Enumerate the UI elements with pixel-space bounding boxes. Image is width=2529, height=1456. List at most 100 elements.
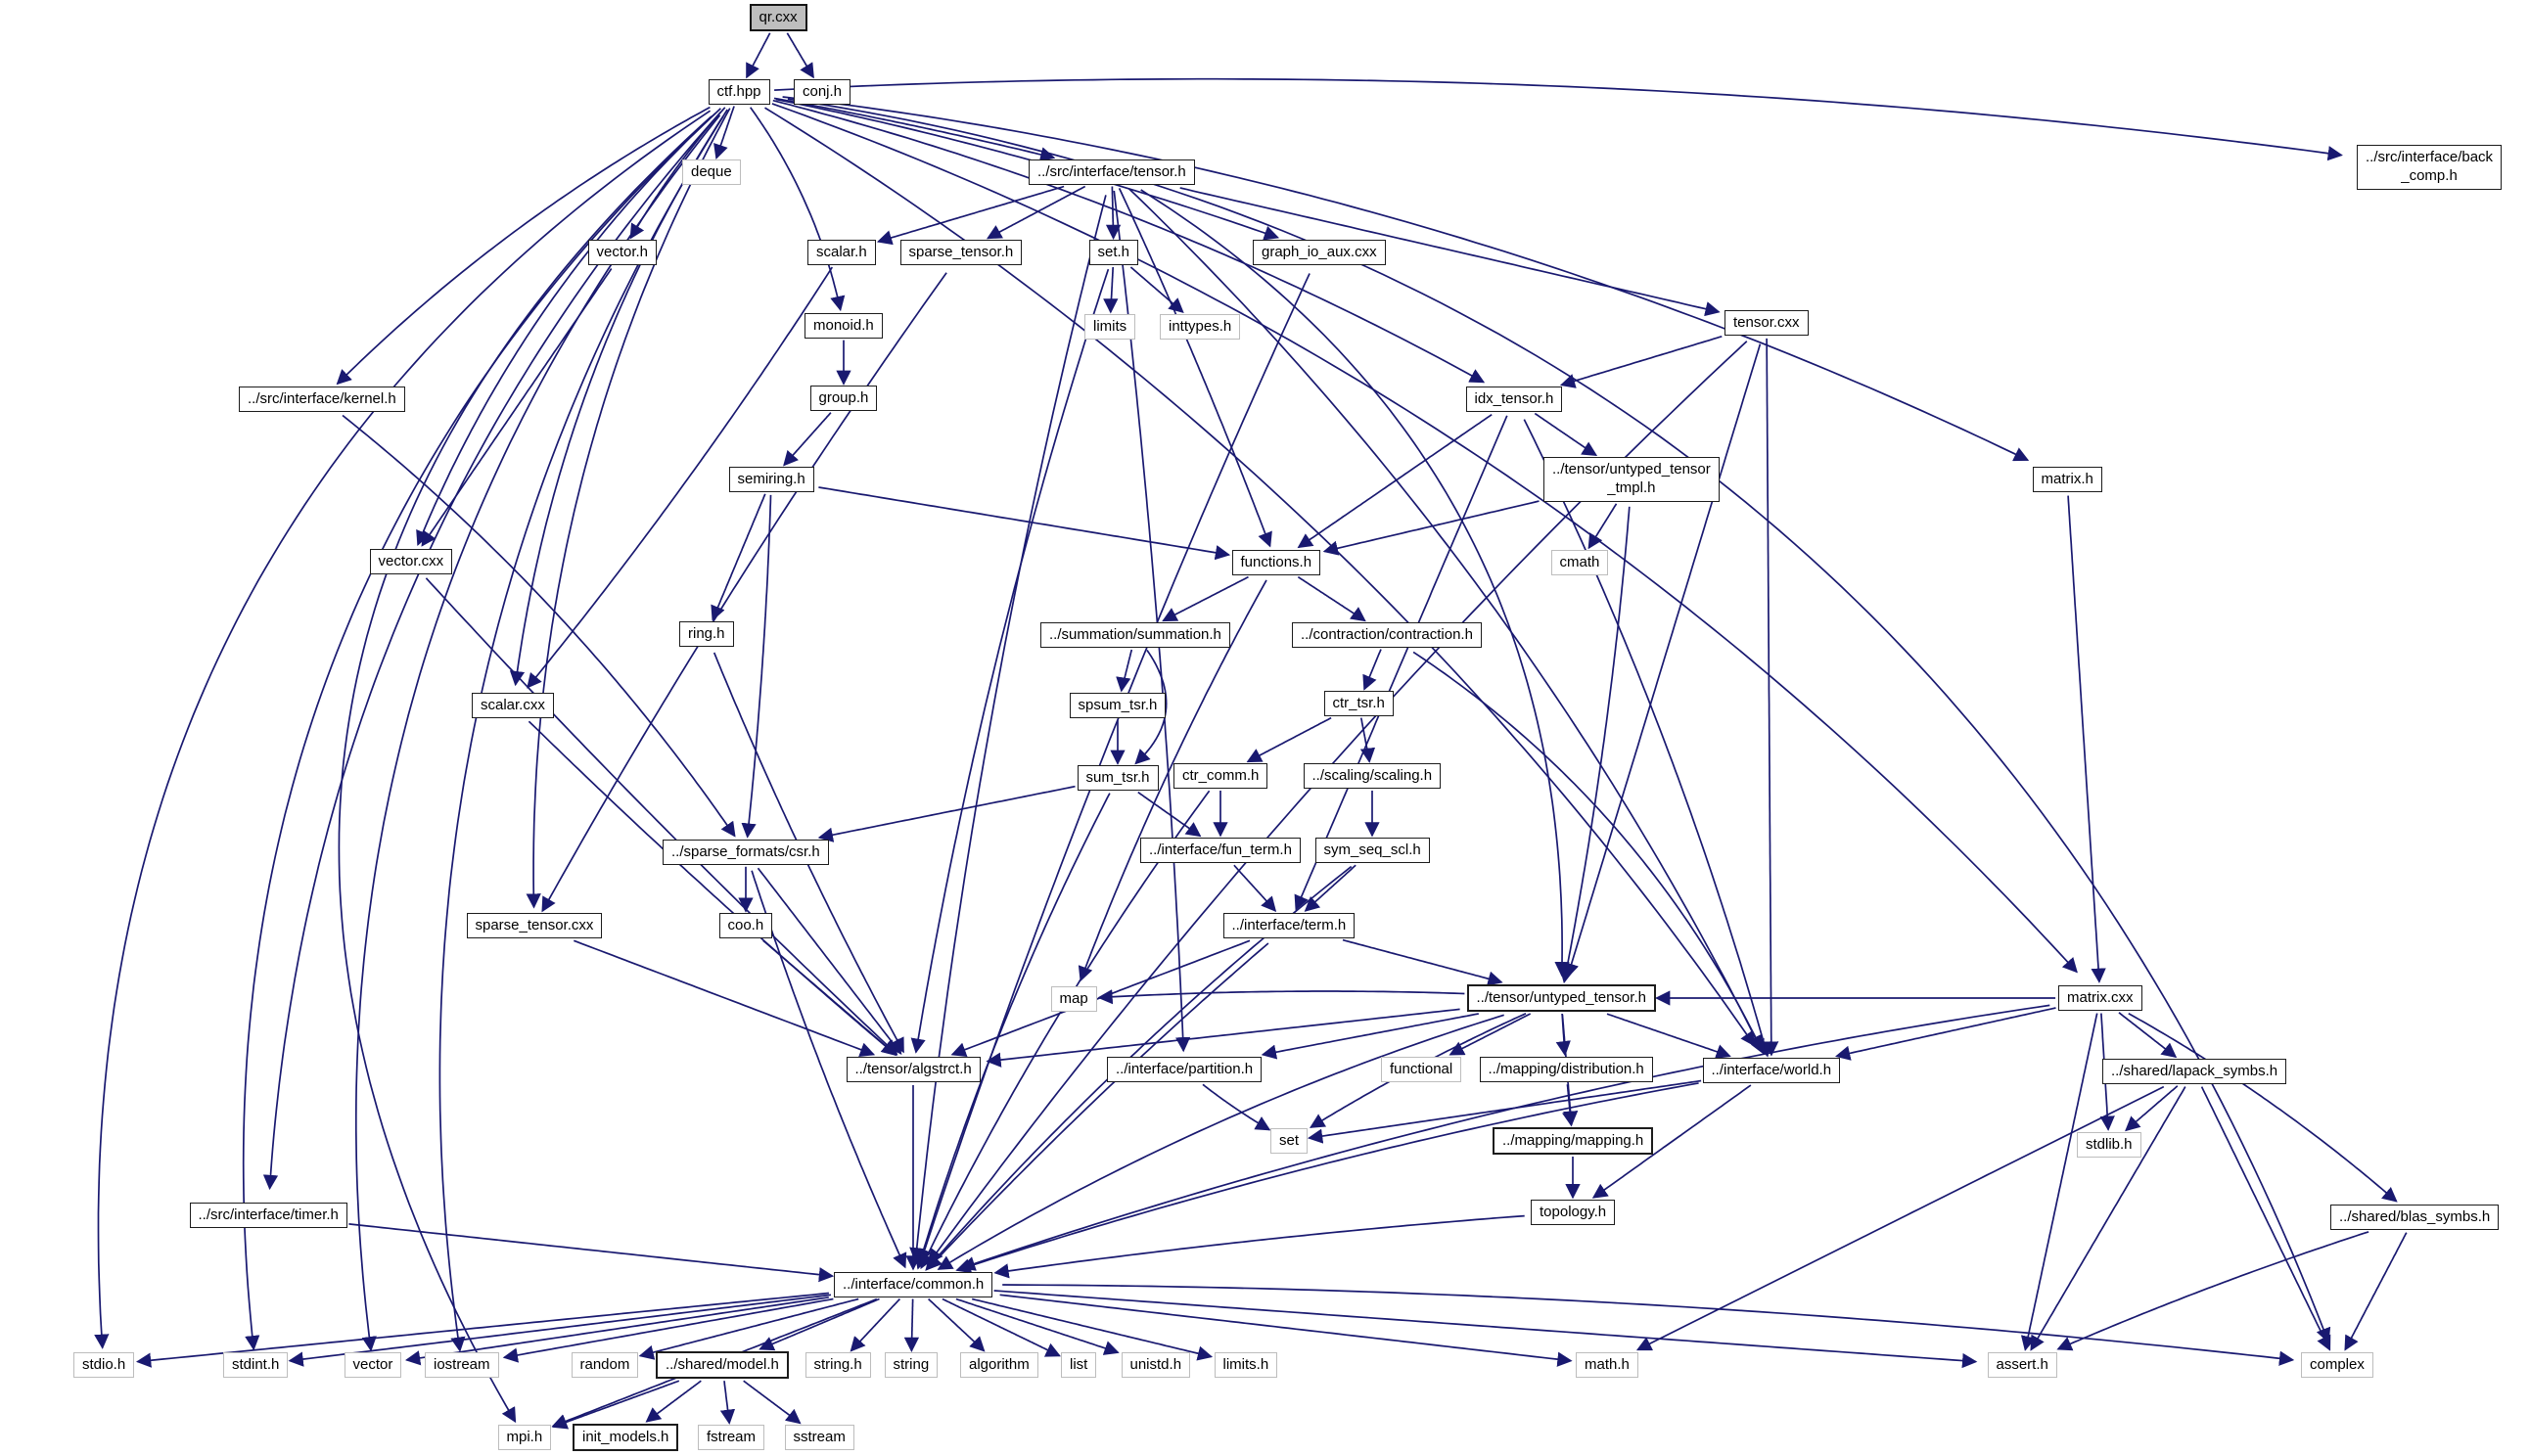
edge-blas_symbs_h--assert_h [2056,1231,2369,1351]
edge-term_h--untyped_tensor_h [1342,938,1503,986]
graph-node-fun_term_h[interactable]: ../interface/fun_term.h [1140,837,1301,864]
graph-node-untyped_tensor_tmpl_h[interactable]: ../tensor/untyped_tensor _tmpl.h [1543,457,1720,502]
edge-contraction_h--world_h [1412,651,1765,1055]
graph-node-stdio_h[interactable]: stdio.h [73,1351,135,1379]
graph-node-sparse_tensor_cxx[interactable]: sparse_tensor.cxx [466,912,603,939]
graph-node-back_comp_h[interactable]: ../src/interface/back _comp.h [2357,145,2503,190]
graph-node-scalar_cxx[interactable]: scalar.cxx [472,692,554,719]
graph-node-kernel_h[interactable]: ../src/interface/kernel.h [239,386,405,413]
edge-qr_cxx--conj_h [786,32,814,79]
graph-node-algorithm[interactable]: algorithm [960,1351,1038,1379]
edge-common_h--limits_h [971,1297,1214,1361]
graph-node-sym_seq_scl_h[interactable]: sym_seq_scl.h [1314,837,1430,864]
graph-node-graph_io_aux_cxx[interactable]: graph_io_aux.cxx [1253,239,1386,266]
graph-node-spsum_tsr_h[interactable]: spsum_tsr.h [1069,692,1167,719]
graph-node-sstream[interactable]: sstream [784,1424,854,1451]
graph-node-tensor_cxx[interactable]: tensor.cxx [1724,309,1809,337]
graph-node-math_h[interactable]: math.h [1576,1351,1638,1379]
graph-node-functions_h[interactable]: functions.h [1231,549,1321,576]
edge-lapack_symbs_h--assert_h [2030,1086,2186,1351]
graph-node-set_h[interactable]: set.h [1088,239,1139,266]
graph-node-term_h[interactable]: ../interface/term.h [1222,912,1356,939]
graph-node-complex[interactable]: complex [2301,1351,2373,1379]
edge-untyped_tensor_tmpl_h--functions_h [1322,500,1540,556]
graph-node-ctf_hpp[interactable]: ctf.hpp [708,78,770,106]
graph-node-matrix_cxx[interactable]: matrix.cxx [2058,984,2142,1012]
graph-node-vector_cxx[interactable]: vector.cxx [369,548,453,575]
graph-node-list[interactable]: list [1061,1351,1097,1379]
graph-node-limits[interactable]: limits [1084,313,1136,341]
graph-node-inttypes_h[interactable]: inttypes.h [1160,313,1241,341]
graph-node-summation_h[interactable]: ../summation/summation.h [1040,621,1230,649]
graph-node-string[interactable]: string [884,1351,939,1379]
graph-node-deque[interactable]: deque [682,159,741,186]
graph-node-timer_h[interactable]: ../src/interface/timer.h [189,1202,347,1229]
edge-matrix_cxx--world_h [1835,1007,2056,1061]
graph-node-distribution_h[interactable]: ../mapping/distribution.h [1479,1056,1653,1083]
graph-node-stdint_h[interactable]: stdint.h [223,1351,289,1379]
graph-node-semiring_h[interactable]: semiring.h [728,466,814,493]
graph-node-tensor_h[interactable]: ../src/interface/tensor.h [1029,159,1195,186]
graph-node-scalar_h[interactable]: scalar.h [807,239,876,266]
edge-world_h--set [1307,1079,1702,1144]
graph-node-init_models_h[interactable]: init_models.h [573,1423,679,1452]
graph-node-ctr_tsr_h[interactable]: ctr_tsr.h [1323,690,1394,717]
graph-node-conj_h[interactable]: conj.h [794,78,851,106]
edge-functions_h--summation_h [1162,575,1249,622]
graph-node-iostream[interactable]: iostream [425,1351,499,1379]
graph-node-matrix_h[interactable]: matrix.h [2032,466,2102,493]
graph-node-partition_h[interactable]: ../interface/partition.h [1107,1056,1263,1083]
graph-node-idx_tensor_h[interactable]: idx_tensor.h [1465,386,1563,413]
graph-node-functional[interactable]: functional [1381,1056,1462,1083]
graph-node-sum_tsr_h[interactable]: sum_tsr.h [1077,764,1159,792]
edge-sum_tsr_h--common_h [914,793,1111,1270]
edge-common_h--math_h [999,1294,1573,1367]
edge-tensor_h--world_h [1127,188,1763,1051]
edge-ctf_hpp--back_comp_h [774,77,2343,161]
graph-node-scaling_h[interactable]: ../scaling/scaling.h [1303,762,1442,790]
graph-node-sparse_tensor_h[interactable]: sparse_tensor.h [899,239,1023,266]
graph-node-group_h[interactable]: group.h [809,385,878,412]
graph-node-mpi_h[interactable]: mpi.h [497,1424,552,1451]
graph-node-algstrct_h[interactable]: ../tensor/algstrct.h [846,1056,981,1083]
graph-node-coo_h[interactable]: coo.h [718,912,773,939]
edge-tensor_h--untyped_tensor_h [1140,189,1570,978]
graph-node-vector[interactable]: vector [344,1351,402,1379]
graph-node-random[interactable]: random [571,1351,639,1379]
edge-common_h--complex [1002,1284,2295,1366]
graph-node-ring_h[interactable]: ring.h [679,620,734,648]
edge-semiring_h--functions_h [818,486,1231,561]
edge-ctf_hpp--matrix_cxx [771,103,2078,974]
graph-node-world_h[interactable]: ../interface/world.h [1702,1057,1841,1084]
edge-summation_h--spsum_tsr_h [1116,649,1133,693]
graph-node-vector_h[interactable]: vector.h [587,239,658,266]
edge-ctr_tsr_h--ctr_comm_h [1246,716,1332,763]
graph-node-cmath[interactable]: cmath [1550,549,1609,576]
graph-node-monoid_h[interactable]: monoid.h [805,312,883,340]
edge-ctf_hpp--deque [713,106,735,159]
graph-node-blas_symbs_h[interactable]: ../shared/blas_symbs.h [2330,1204,2500,1231]
edge-sym_seq_scl_h--term_h [1304,864,1356,912]
graph-node-string_h[interactable]: string.h [805,1351,871,1379]
graph-node-set[interactable]: set [1270,1127,1309,1155]
graph-node-map[interactable]: map [1050,985,1097,1013]
edge-blas_symbs_h--complex [2344,1232,2408,1351]
graph-node-model_h[interactable]: ../shared/model.h [656,1350,789,1380]
graph-node-mapping_h[interactable]: ../mapping/mapping.h [1493,1126,1654,1156]
graph-node-unistd_h[interactable]: unistd.h [1121,1351,1191,1379]
graph-node-csr_h[interactable]: ../sparse_formats/csr.h [663,839,829,866]
graph-node-fstream[interactable]: fstream [698,1424,765,1451]
edge-tensor_h--common_h [909,195,1107,1263]
graph-node-ctr_comm_h[interactable]: ctr_comm.h [1173,762,1268,790]
graph-node-topology_h[interactable]: topology.h [1531,1199,1616,1226]
edge-lapack_symbs_h--complex [2200,1086,2331,1351]
graph-node-common_h[interactable]: ../interface/common.h [834,1271,993,1298]
graph-node-untyped_tensor_h[interactable]: ../tensor/untyped_tensor.h [1466,983,1656,1013]
graph-node-assert_h[interactable]: assert.h [1987,1351,2057,1379]
edge-world_h--common_h [955,1082,1699,1274]
graph-node-contraction_h[interactable]: ../contraction/contraction.h [1292,621,1482,649]
graph-node-limits_h[interactable]: limits.h [1214,1351,1278,1379]
graph-node-stdlib_h[interactable]: stdlib.h [2077,1131,2141,1159]
graph-node-lapack_symbs_h[interactable]: ../shared/lapack_symbs.h [2102,1058,2287,1085]
